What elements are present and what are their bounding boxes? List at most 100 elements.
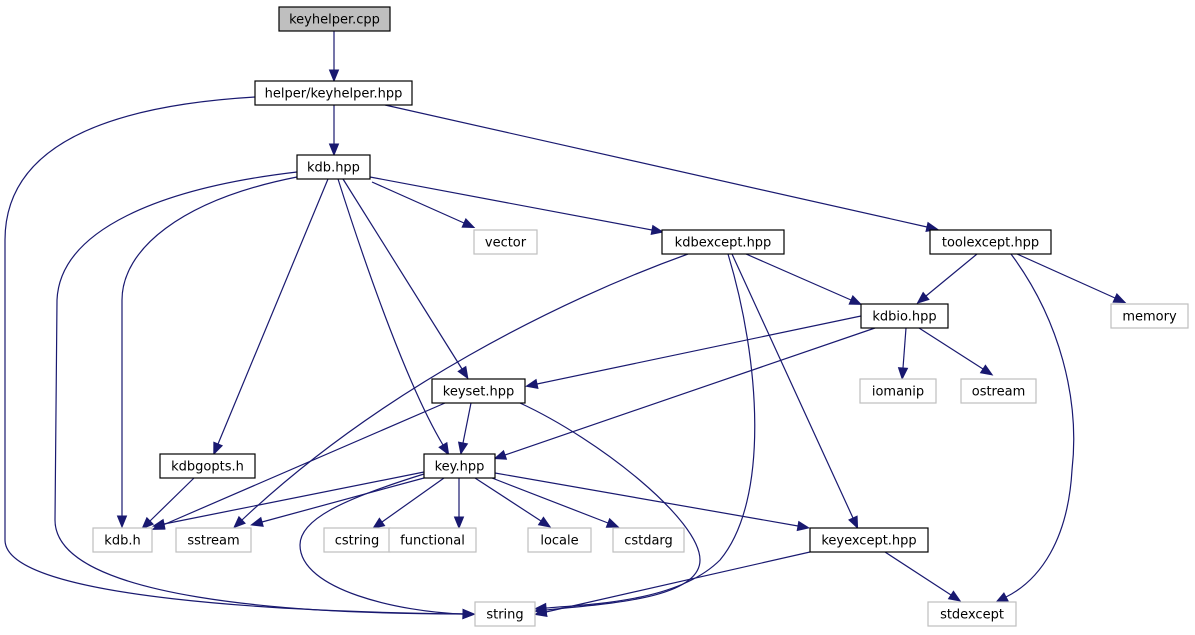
edge-line xyxy=(1016,253,1116,299)
edge-arrowhead xyxy=(328,143,340,157)
edges-layer xyxy=(4,31,1127,620)
edge-arrowhead xyxy=(650,224,665,236)
edge-keyexcept-hpp-to-stdexcept xyxy=(884,551,962,602)
edge-arrowhead xyxy=(116,515,128,529)
node-box xyxy=(929,229,1052,255)
node-box xyxy=(323,527,391,553)
node-label: kdb.hpp xyxy=(307,161,360,176)
node-box xyxy=(473,229,538,255)
node-label: keyexcept.hpp xyxy=(821,534,916,549)
node-keyhelper-cpp: keyhelper.cpp xyxy=(278,6,391,32)
edge-arrowhead xyxy=(533,606,548,618)
node-label: functional xyxy=(400,534,465,549)
edge-toolexcept-hpp-to-stdexcept xyxy=(995,253,1075,603)
node-toolexcept-hpp[interactable]: toolexcept.hpp xyxy=(929,229,1052,255)
edge-line xyxy=(731,253,854,519)
edge-kdb-hpp-to-kdbgopts-h xyxy=(213,178,329,456)
edge-keyhelper-cpp-to-helper-keyhelper-hpp xyxy=(328,31,340,83)
node-box xyxy=(1110,303,1189,329)
node-kdb-hpp[interactable]: kdb.hpp xyxy=(296,154,371,180)
node-label: ostream xyxy=(972,385,1026,400)
edge-helper-keyhelper-hpp-to-kdb-hpp xyxy=(328,105,340,157)
edge-arrowhead xyxy=(1112,293,1127,304)
node-label: kdb.h xyxy=(104,534,140,549)
edge-arrowhead xyxy=(213,441,224,456)
node-box xyxy=(960,378,1037,404)
node-box xyxy=(809,527,929,553)
edge-arrowhead xyxy=(605,517,620,528)
edge-keyexcept-hpp-to-string xyxy=(533,551,811,618)
edge-line xyxy=(54,171,464,615)
node-box xyxy=(612,527,685,553)
node-box xyxy=(474,601,536,627)
edge-line xyxy=(163,471,425,525)
node-box xyxy=(159,453,256,479)
edge-line xyxy=(149,477,195,522)
edge-kdbgopts-h-to-kdb-h xyxy=(141,477,195,530)
node-box xyxy=(927,601,1017,627)
edge-arrowhead xyxy=(453,516,465,530)
edge-arrowhead xyxy=(537,516,552,528)
node-box xyxy=(92,527,153,553)
node-label: cstdarg xyxy=(624,534,673,549)
node-label: key.hpp xyxy=(435,460,485,475)
node-kdbgopts-h[interactable]: kdbgopts.h xyxy=(159,453,256,479)
edge-line xyxy=(462,402,472,444)
node-kdbio-hpp[interactable]: kdbio.hpp xyxy=(860,303,949,329)
edge-key-hpp-to-locale xyxy=(474,477,552,528)
edge-line xyxy=(337,178,444,446)
node-label: iomanip xyxy=(872,385,924,400)
node-kdbexcept-hpp[interactable]: kdbexcept.hpp xyxy=(661,229,785,255)
edge-key-hpp-to-kdb-h xyxy=(151,471,425,530)
node-label: keyhelper.cpp xyxy=(289,13,380,28)
edge-arrowhead xyxy=(995,592,1009,603)
node-keyset-hpp[interactable]: keyset.hpp xyxy=(431,378,526,404)
node-box xyxy=(859,378,937,404)
edge-arrowhead xyxy=(916,291,930,304)
node-cstring: cstring xyxy=(323,527,391,553)
edge-kdbexcept-hpp-to-kdbio-hpp xyxy=(745,253,863,305)
edge-line xyxy=(545,253,756,609)
node-keyexcept-hpp[interactable]: keyexcept.hpp xyxy=(809,527,929,553)
edge-arrowhead xyxy=(796,520,811,532)
edge-arrowhead xyxy=(151,518,166,530)
edge-kdbio-hpp-to-iomanip xyxy=(897,327,909,381)
edge-kdbexcept-hpp-to-sstream xyxy=(233,253,689,529)
node-box xyxy=(278,6,391,32)
edge-line xyxy=(504,327,876,456)
edge-line xyxy=(1005,253,1075,598)
edge-kdbio-hpp-to-keyset-hpp xyxy=(524,315,862,390)
node-box xyxy=(431,378,526,404)
edge-key-hpp-to-keyexcept-hpp xyxy=(494,472,811,532)
node-string: string xyxy=(474,601,536,627)
node-functional: functional xyxy=(388,527,477,553)
edge-arrowhead xyxy=(250,516,264,527)
node-ostream: ostream xyxy=(960,378,1037,404)
edge-line xyxy=(241,253,689,521)
node-key-hpp[interactable]: key.hpp xyxy=(423,453,496,479)
node-label: string xyxy=(486,608,523,623)
node-label: sstream xyxy=(187,534,239,549)
edge-line xyxy=(162,402,446,526)
edge-line xyxy=(884,551,952,596)
edge-line xyxy=(519,402,701,611)
edge-line xyxy=(918,327,984,370)
node-box xyxy=(860,303,949,329)
edge-arrowhead xyxy=(493,449,508,460)
node-box xyxy=(296,154,371,180)
node-label: kdbexcept.hpp xyxy=(675,236,772,251)
edge-keyset-hpp-to-key-hpp xyxy=(457,402,472,456)
edge-line xyxy=(925,253,978,297)
node-box xyxy=(388,527,477,553)
node-box xyxy=(527,527,592,553)
edge-line xyxy=(299,473,464,615)
node-helper-keyhelper-hpp[interactable]: helper/keyhelper.hpp xyxy=(254,80,413,106)
edge-line xyxy=(491,477,609,524)
edge-key-hpp-to-sstream xyxy=(250,477,425,527)
node-label: toolexcept.hpp xyxy=(942,236,1039,251)
node-label: helper/keyhelper.hpp xyxy=(265,87,403,102)
nodes-layer: keyhelper.cpp helper/keyhelper.hpp kdb.hpp… xyxy=(92,6,1189,627)
edge-arrowhead xyxy=(897,367,909,381)
edge-line xyxy=(369,176,653,231)
